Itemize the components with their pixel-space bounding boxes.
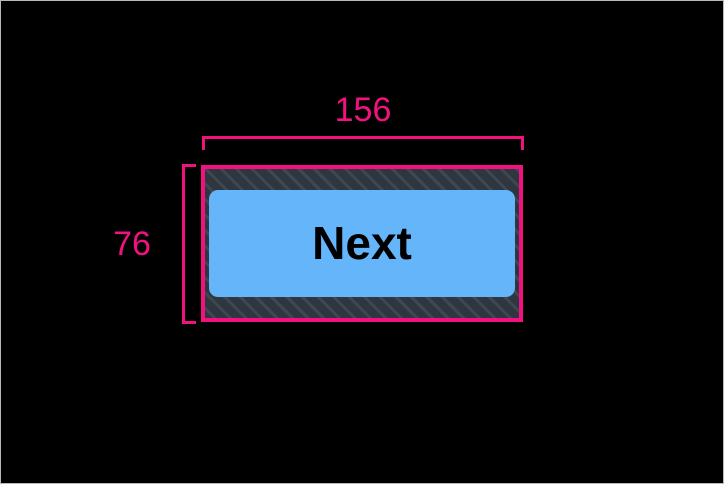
width-bracket-end-tick-icon: [521, 136, 524, 150]
height-bracket-start-tick-icon: [182, 164, 196, 167]
height-bracket-end-tick-icon: [182, 321, 196, 324]
width-measurement-bracket: [202, 136, 524, 139]
height-measurement-bracket: [182, 164, 185, 324]
width-bracket-start-tick-icon: [202, 136, 205, 150]
width-measurement-label: 156: [334, 91, 392, 129]
height-measurement-label: 76: [113, 225, 151, 263]
next-button[interactable]: Next: [209, 190, 515, 297]
